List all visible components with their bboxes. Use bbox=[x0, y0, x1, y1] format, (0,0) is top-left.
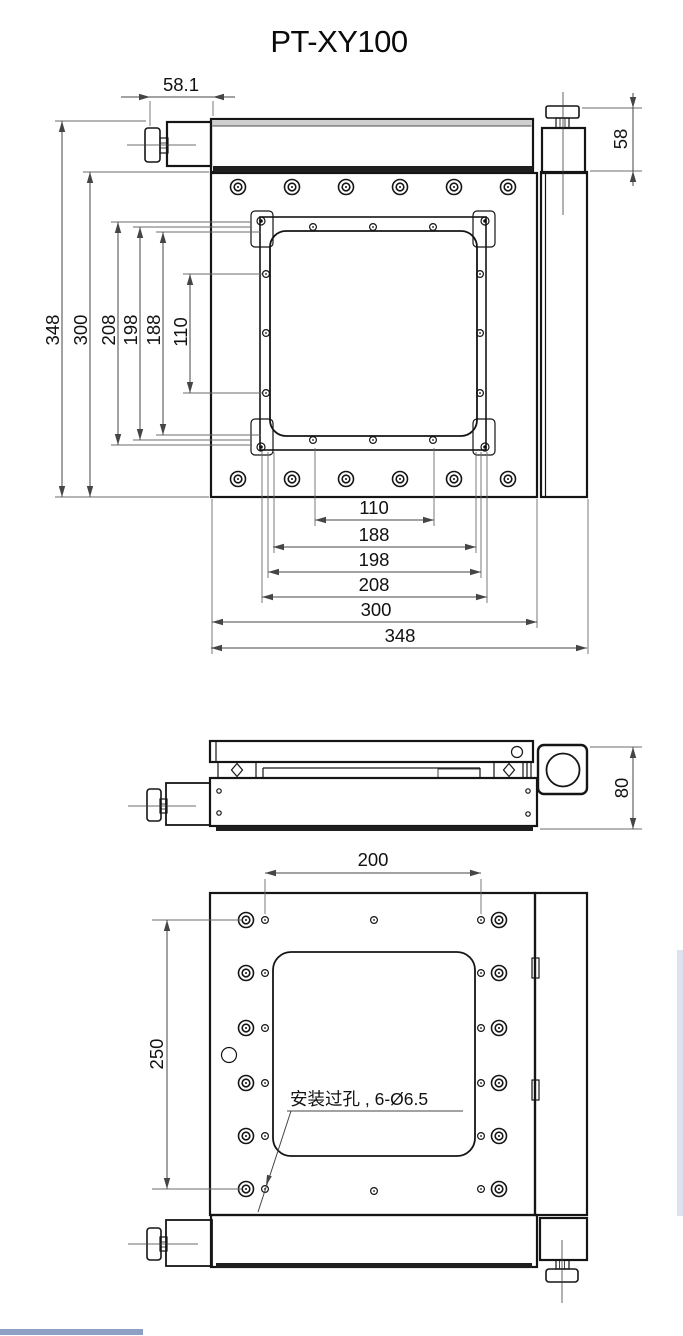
dim-200-label: 200 bbox=[358, 849, 389, 870]
dim-348-bottom: 348 bbox=[385, 625, 416, 646]
dim-208-bottom: 208 bbox=[359, 574, 390, 595]
page-title: PT-XY100 bbox=[270, 24, 408, 59]
top-view-left-crank bbox=[127, 120, 213, 168]
dim-80-label: 80 bbox=[611, 778, 632, 799]
bottom-view-rail bbox=[209, 1213, 539, 1269]
scan-artifact-bottom bbox=[0, 1329, 143, 1335]
dim-58: 58 bbox=[582, 93, 642, 186]
side-view-carriage-band bbox=[217, 761, 532, 779]
bottom-view-right-crank bbox=[538, 1216, 589, 1303]
top-view: 58.1 58 348 bbox=[42, 74, 642, 654]
dim-200: 200 bbox=[264, 849, 482, 914]
dim-198-left: 198 bbox=[120, 315, 141, 346]
dim-110-bottom: 110 bbox=[359, 497, 389, 518]
mounting-holes-label: 安装过孔 , 6-Ø6.5 bbox=[290, 1089, 428, 1109]
dim-188-bottom: 188 bbox=[359, 524, 390, 545]
dim-300-bottom: 300 bbox=[361, 599, 392, 620]
left-bearing-diamond-icon bbox=[230, 762, 244, 778]
dim-188-left: 188 bbox=[143, 315, 164, 346]
dim-58-1: 58.1 bbox=[121, 74, 235, 126]
side-view-left-crank bbox=[128, 782, 211, 826]
side-view-body bbox=[208, 776, 539, 831]
mounting-holes-callout: 安装过孔 , 6-Ø6.5 bbox=[257, 1089, 463, 1213]
top-view-base-plate bbox=[209, 171, 539, 499]
dim-58-1-label: 58.1 bbox=[163, 74, 199, 95]
side-view-top-plate bbox=[208, 739, 535, 764]
dim-80: 80 bbox=[540, 746, 642, 830]
top-view-y-rail bbox=[209, 117, 535, 174]
dim-348-left: 348 bbox=[42, 315, 63, 346]
side-view: 80 bbox=[128, 739, 642, 831]
top-view-stage-plate bbox=[250, 210, 496, 456]
right-bearing-diamond-icon bbox=[502, 762, 516, 778]
dim-208-left: 208 bbox=[98, 315, 119, 346]
dim-250: 250 bbox=[146, 919, 242, 1190]
bottom-view-left-crank bbox=[128, 1219, 213, 1267]
top-view-right-rail bbox=[539, 92, 589, 499]
side-view-knob-end bbox=[536, 743, 589, 796]
dim-300-left: 300 bbox=[70, 315, 91, 346]
dims-bottom: 110 188 198 208 300 348 bbox=[211, 448, 589, 654]
bottom-view-plate bbox=[208, 891, 589, 1217]
dim-250-label: 250 bbox=[146, 1039, 167, 1070]
dim-110-left: 110 bbox=[170, 317, 191, 347]
dim-58-label: 58 bbox=[610, 129, 631, 150]
dims-left: 348 300 208 198 188 110 bbox=[42, 120, 262, 498]
scan-artifact-right bbox=[677, 950, 683, 1216]
dim-198-bottom: 198 bbox=[359, 549, 390, 570]
bottom-view: 200 250 安装过孔 , 6-Ø6.5 bbox=[128, 849, 589, 1303]
